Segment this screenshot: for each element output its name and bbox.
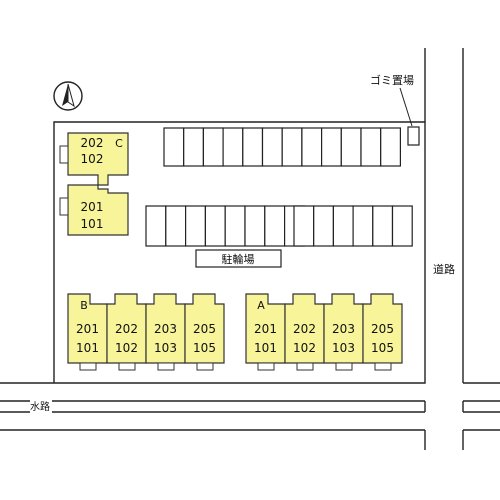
building-c-step-2 xyxy=(59,197,69,216)
parking-mid-left-space xyxy=(185,205,207,247)
parking-top-space xyxy=(261,127,283,167)
building-b-step xyxy=(118,362,136,371)
bicycle-parking: 駐輪場 xyxy=(195,249,282,268)
building-b-step xyxy=(196,362,214,371)
parking-top-space xyxy=(301,127,323,167)
building-c-unit-2-bottom: 101 xyxy=(81,217,104,231)
waterway-label: 水路 xyxy=(30,400,50,413)
garbage-leader-line xyxy=(399,87,413,127)
parking-mid-right-space xyxy=(372,205,394,247)
parking-mid-left-space xyxy=(145,205,167,247)
building-b-unit-bottom: 101 xyxy=(76,341,99,355)
building-c-unit-1-top: 202 xyxy=(81,136,104,150)
parking-top-space xyxy=(360,127,382,167)
parking-mid-left-space xyxy=(244,205,266,247)
parking-top-space xyxy=(183,127,204,167)
building-c-step-1 xyxy=(59,145,69,164)
building-b-step xyxy=(79,362,97,371)
building-a-step xyxy=(296,362,314,371)
building-b-unit-bottom: 103 xyxy=(154,341,177,355)
parking-mid-right-space xyxy=(352,205,374,247)
building-a-unit-top: 201 xyxy=(254,322,277,336)
building-c-unit-1-bottom: 102 xyxy=(81,152,104,166)
parking-mid-right-space xyxy=(391,205,413,247)
parking-row-middle-right xyxy=(293,205,413,247)
parking-top-space xyxy=(281,127,303,167)
bicycle-parking-box xyxy=(195,249,282,268)
building-b-unit-top: 205 xyxy=(193,322,216,336)
building-c-letter: C xyxy=(115,137,123,150)
building-a-unit-top: 205 xyxy=(371,322,394,336)
building-c-unit-1 xyxy=(67,132,129,186)
parking-top-space xyxy=(242,127,264,167)
waterway-label-bg xyxy=(30,400,52,413)
building-a: 201 101 202 102 203 103 205 105 A xyxy=(245,293,403,371)
parking-top-space xyxy=(163,127,185,167)
garbage-area: ゴミ置場 xyxy=(370,73,420,146)
building-a-step xyxy=(335,362,353,371)
building-a-unit-bottom: 105 xyxy=(371,341,394,355)
building-a-letter: A xyxy=(257,299,265,312)
parking-top-space xyxy=(202,127,224,167)
building-c-unit-2 xyxy=(67,184,129,236)
parking-top-space xyxy=(222,127,244,167)
building-b-unit-top: 201 xyxy=(76,322,99,336)
building-a-unit-bottom: 103 xyxy=(332,341,355,355)
building-c-unit-2-top: 201 xyxy=(81,200,104,214)
parking-mid-left-space xyxy=(264,205,286,247)
building-a-step xyxy=(374,362,392,371)
parking-top-space xyxy=(321,127,342,167)
parking-mid-right-space xyxy=(313,205,335,247)
building-a-unit-bottom: 102 xyxy=(293,341,316,355)
bicycle-parking-label: 駐輪場 xyxy=(222,252,255,266)
building-b-step xyxy=(157,362,175,371)
building-a-unit-bottom: 101 xyxy=(254,341,277,355)
building-b-unit-top: 202 xyxy=(115,322,138,336)
parking-mid-left-space xyxy=(224,205,246,247)
parking-top-space xyxy=(340,127,362,167)
parking-mid-right-space xyxy=(293,205,315,247)
building-b: 201 101 202 102 203 103 205 105 B xyxy=(67,293,225,371)
garbage-label: ゴミ置場 xyxy=(370,73,414,87)
building-b-unit-bottom: 102 xyxy=(115,341,138,355)
north-arrow-icon xyxy=(53,81,83,111)
parking-mid-right-space xyxy=(332,205,354,247)
building-b-letter: B xyxy=(80,299,88,312)
road-label: 道路 xyxy=(433,262,455,276)
parking-mid-left-space xyxy=(165,205,187,247)
parking-row-middle-left xyxy=(145,205,306,247)
building-b-unit-bottom: 105 xyxy=(193,341,216,355)
garbage-box xyxy=(407,126,420,146)
parking-mid-left-space xyxy=(204,205,226,247)
building-a-unit-top: 202 xyxy=(293,322,316,336)
building-c: C 202 102 201 101 xyxy=(59,132,129,236)
parking-row-top xyxy=(163,127,402,167)
building-a-unit-top: 203 xyxy=(332,322,355,336)
building-b-unit-top: 203 xyxy=(154,322,177,336)
building-a-step xyxy=(257,362,275,371)
parking-top-space xyxy=(380,127,402,167)
